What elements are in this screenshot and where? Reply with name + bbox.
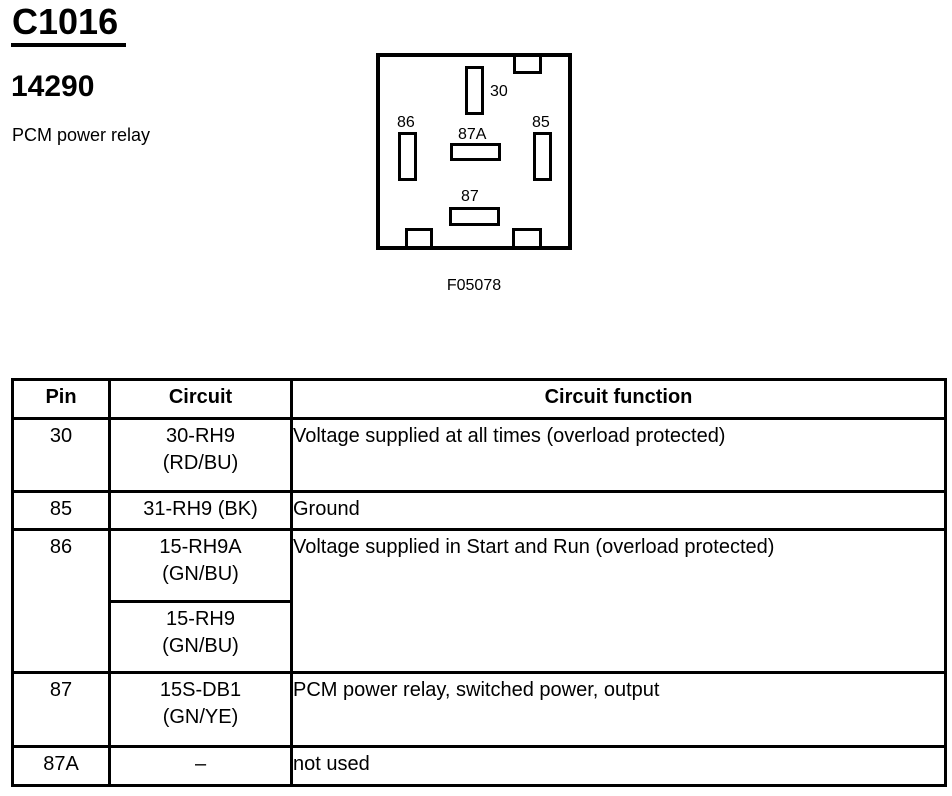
relay-notch-bottom-right — [512, 228, 542, 246]
table-row-pin-85: 85 31-RH9 (BK) Ground — [11, 490, 947, 531]
pin-value: 87A — [11, 745, 111, 787]
pin-label-87a: 87A — [458, 126, 487, 143]
terminal-87 — [449, 207, 500, 226]
circuit-line: (GN/BU) — [162, 635, 239, 657]
table-header-row: Pin Circuit Circuit function — [11, 378, 947, 420]
pin-label-87: 87 — [461, 188, 479, 205]
pinout-table: Pin Circuit Circuit function 30 30-RH9 (… — [11, 378, 947, 787]
pin-value: 86 — [11, 528, 111, 674]
circuit-line: (RD/BU) — [162, 452, 239, 474]
circuit-value: 30-RH9 (RD/BU) — [108, 417, 293, 493]
circuit-line: 30-RH9 — [166, 425, 235, 447]
circuit-value: – — [108, 745, 293, 787]
circuit-value: 15-RH9A (GN/BU) — [108, 528, 293, 603]
relay-notch-bottom-left — [405, 228, 433, 246]
circuit-value: 15S-DB1 (GN/YE) — [108, 671, 293, 748]
terminal-87a — [450, 143, 501, 161]
circuit-function-value: Ground — [290, 490, 947, 531]
relay-notch-top-right — [513, 57, 542, 74]
circuit-value: 31-RH9 (BK) — [108, 490, 293, 531]
pin-value: 85 — [11, 490, 111, 531]
pin-value: 87 — [11, 671, 111, 748]
circuit-function-value: not used — [290, 745, 947, 787]
figure-caption: F05078 — [446, 277, 502, 294]
circuit-line: 15S-DB1 — [159, 679, 242, 701]
table-row-pin-86: 86 15-RH9A (GN/BU) Voltage supplied in S… — [11, 528, 947, 674]
table-row-pin-86-alt-circuit: 15-RH9 (GN/BU) — [13, 600, 946, 674]
circuit-line: 15-RH9 — [166, 608, 235, 630]
pin-value: 30 — [11, 417, 111, 493]
pin-label-86: 86 — [397, 114, 415, 131]
circuit-value: 15-RH9 (GN/BU) — [108, 600, 293, 674]
connector-id-title: C1016 — [11, 4, 127, 47]
part-number: 14290 — [11, 70, 95, 103]
relay-cavity-diagram: 30 86 85 87A 87 — [376, 53, 572, 250]
header-pin: Pin — [11, 378, 111, 420]
header-circuit: Circuit — [108, 378, 293, 420]
terminal-30 — [465, 66, 484, 115]
table-row-pin-87: 87 15S-DB1 (GN/YE) PCM power relay, swit… — [11, 671, 947, 748]
pin-label-30: 30 — [490, 83, 508, 100]
terminal-86 — [398, 132, 417, 181]
header-circuit-function: Circuit function — [290, 378, 947, 420]
circuit-function-value: Voltage supplied in Start and Run (overl… — [290, 528, 947, 674]
table-row-pin-30: 30 30-RH9 (RD/BU) Voltage supplied at al… — [11, 417, 947, 493]
circuit-function-value: PCM power relay, switched power, output — [290, 671, 947, 748]
circuit-function-value: Voltage supplied at all times (overload … — [290, 417, 947, 493]
table-row-pin-87a: 87A – not used — [11, 745, 947, 787]
pin-label-85: 85 — [532, 114, 550, 131]
connector-description: PCM power relay — [12, 125, 151, 145]
circuit-line: (GN/BU) — [162, 563, 239, 585]
circuit-line: (GN/YE) — [162, 706, 239, 728]
terminal-85 — [533, 132, 552, 181]
circuit-line: 15-RH9A — [159, 536, 242, 558]
